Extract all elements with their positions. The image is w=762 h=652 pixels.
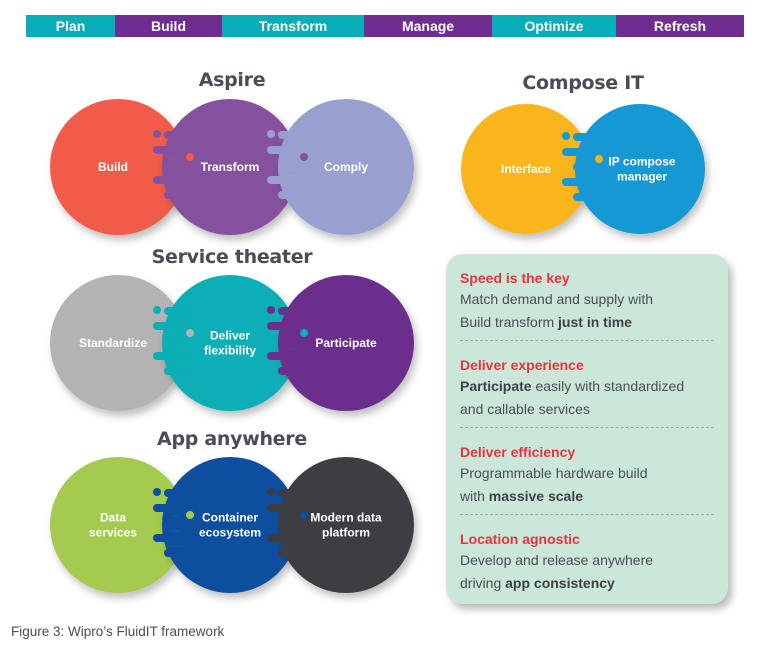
circle-2 — [575, 104, 705, 234]
card-section-location: Location agnostic Develop and release an… — [460, 515, 714, 602]
phase-plan: Plan — [26, 15, 115, 37]
phase-build: Build — [115, 15, 222, 37]
body-text: and callable services — [460, 401, 590, 417]
circle-label-line: Build — [98, 160, 128, 174]
connector-2 — [267, 488, 308, 557]
phase-optimize: Optimize — [492, 15, 616, 37]
circle-label-line: Interface — [501, 162, 551, 176]
connector-dot — [153, 488, 161, 496]
circle-label: Interface — [501, 162, 551, 176]
connector-2 — [267, 306, 308, 375]
circle-label-line: Standardize — [79, 336, 147, 350]
connector-dot — [186, 511, 194, 519]
body-text: driving — [460, 575, 506, 591]
service-theater-title: Service theater — [151, 246, 313, 268]
body-text: easily with standardized — [531, 378, 685, 394]
connector-dot — [267, 130, 275, 138]
circle-1 — [50, 99, 186, 235]
card-heading: Speed is the key — [460, 270, 570, 286]
emphasis-text: massive scale — [488, 488, 583, 504]
circle-1 — [50, 275, 186, 411]
circle-label-line: Data — [100, 511, 126, 525]
phase-refresh: Refresh — [616, 15, 744, 37]
phase-bar: Plan Build Transform Manage Optimize Ref… — [26, 15, 744, 37]
connector-dot — [595, 155, 603, 163]
card-section-experience: Deliver experience Participate easily wi… — [460, 341, 714, 428]
circle-label: Participate — [315, 336, 377, 350]
circle-2 — [162, 275, 298, 411]
emphasis-text: app consistency — [505, 575, 615, 591]
connector-1 — [153, 306, 194, 375]
circle-label: Comply — [324, 160, 368, 174]
card-body: Programmable hardware build with massive … — [460, 462, 714, 508]
circle-label: Standardize — [79, 336, 147, 350]
connector-dot — [267, 306, 275, 314]
body-text: Develop and release anywhere — [460, 552, 654, 568]
connector-dot — [186, 329, 194, 337]
circle-label: Transform — [201, 160, 260, 174]
benefits-card: Speed is the key Match demand and supply… — [446, 254, 728, 604]
circle-label-line: manager — [617, 170, 667, 184]
card-section-efficiency: Deliver efficiency Programmable hardware… — [460, 428, 714, 515]
circle-label-line: ecosystem — [199, 526, 261, 540]
circle-label-line: flexibility — [204, 344, 256, 358]
circle-label: Build — [98, 160, 128, 174]
circle-label-line: services — [89, 526, 137, 540]
circle-label-line: IP compose — [608, 155, 675, 169]
connector-dot — [267, 488, 275, 496]
body-text: with — [460, 488, 489, 504]
figure-caption: Figure 3: Wipro’s FluidIT framework — [11, 624, 225, 639]
connector-2 — [267, 130, 308, 199]
circle-3 — [278, 275, 414, 411]
circle-3 — [278, 99, 414, 235]
circle-label-line: Container — [202, 511, 258, 525]
card-body: Develop and release anywhere driving app … — [460, 549, 714, 595]
card-section-speed: Speed is the key Match demand and supply… — [460, 254, 714, 341]
compose-it-title: Compose IT — [522, 72, 644, 94]
emphasis-text: just in time — [558, 314, 632, 330]
body-text: Match demand and supply with — [460, 291, 653, 307]
card-heading: Deliver experience — [460, 357, 584, 373]
connector-1 — [562, 132, 603, 201]
connector-dot — [562, 132, 570, 140]
aspire-title: Aspire — [198, 69, 266, 91]
circle-label-line: platform — [322, 526, 370, 540]
circle-label-line: Participate — [315, 336, 377, 350]
circle-3 — [278, 457, 414, 593]
connector-dot — [300, 153, 308, 161]
phase-transform: Transform — [222, 15, 364, 37]
connector-dot — [300, 329, 308, 337]
circle-1 — [50, 457, 186, 593]
connector-dot — [153, 306, 161, 314]
app-anywhere-title: App anywhere — [157, 428, 307, 450]
card-body: Participate easily with standardized and … — [460, 375, 714, 421]
connector-dot — [300, 511, 308, 519]
connector-dot — [153, 130, 161, 138]
card-heading: Location agnostic — [460, 531, 580, 547]
circle-label-line: Comply — [324, 160, 368, 174]
connector-1 — [153, 130, 194, 199]
emphasis-text: Participate — [460, 378, 532, 394]
connector-1 — [153, 488, 194, 557]
body-text: Programmable hardware build — [460, 465, 648, 481]
card-heading: Deliver efficiency — [460, 444, 576, 460]
circle-2 — [162, 99, 298, 235]
circle-label-line: Modern data — [310, 511, 382, 525]
circle-1 — [461, 104, 591, 234]
body-text: Build transform — [460, 314, 559, 330]
circle-2 — [162, 457, 298, 593]
connector-dot — [186, 153, 194, 161]
circle-label-line: Transform — [201, 160, 260, 174]
circle-label-line: Deliver — [210, 329, 250, 343]
phase-manage: Manage — [364, 15, 492, 37]
